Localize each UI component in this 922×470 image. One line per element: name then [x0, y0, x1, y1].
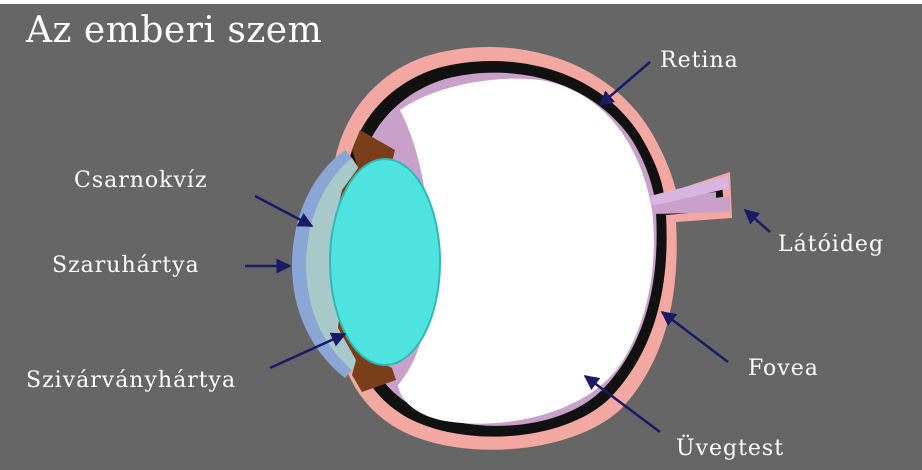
label-uvegtest: Üvegtest: [676, 436, 784, 461]
label-latoideg: Látóideg: [778, 232, 884, 257]
label-retina: Retina: [660, 48, 739, 73]
arrow-latoideg: [745, 210, 770, 232]
label-csarnokviz: Csarnokvíz: [74, 168, 208, 193]
lens: [330, 159, 440, 365]
label-szaruhartya: Szaruhártya: [52, 253, 200, 278]
diagram-title: Az emberi szem: [26, 10, 322, 51]
arrow-fovea: [662, 312, 728, 362]
label-szivarvanyhartya: Szivárványhártya: [26, 368, 236, 393]
arrow-retina: [600, 62, 650, 105]
label-fovea: Fovea: [748, 356, 819, 381]
